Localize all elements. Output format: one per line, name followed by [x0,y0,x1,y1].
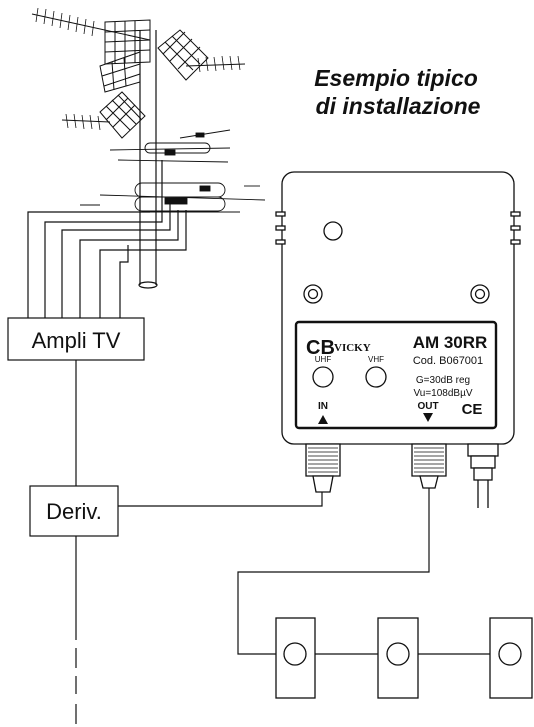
brand-cb: CB [306,337,335,359]
device-panel-text: CB VICKY AM 30RR Cod. B067001 G=30dB reg… [306,333,487,424]
in-label: IN [318,401,328,412]
antenna-cables [27,160,187,320]
wall-socket-icon [377,617,419,699]
out-connector [411,443,447,489]
antenna-mast [138,30,158,289]
product-code: Cod. B067001 [413,355,483,367]
derivator-label: Deriv. [46,499,102,524]
derivator-box: Deriv. [29,485,119,537]
gain-spec: G=30dB reg [416,375,470,386]
caption: Esempio tipico di installazione [314,65,480,119]
brand-vicky: VICKY [334,342,371,354]
vhf-label: VHF [368,355,384,364]
tv-antenna-icon [61,91,146,139]
output-level-spec: Vu=108dBµV [413,388,472,399]
in-connector [305,443,341,493]
arrow-up-icon [318,415,328,424]
ampli-tv-box: Ampli TV [7,317,145,361]
uhf-label: UHF [315,355,332,364]
ce-mark: CE [462,401,483,418]
model-name: AM 30RR [413,333,488,352]
input-cable [118,492,323,507]
caption-line-1: Esempio tipico [314,65,478,91]
wall-socket-icon [489,617,533,699]
power-cable [467,443,499,508]
output-cable [237,488,430,655]
tv-antenna-icon [80,129,266,213]
tv-antenna-icon [31,7,151,93]
arrow-down-icon [423,413,433,422]
wall-socket-icon [275,617,316,699]
ampli-tv-label: Ampli TV [32,328,121,353]
tv-antenna-icon [157,29,246,81]
out-label: OUT [417,401,438,412]
amplifier-device [275,171,521,508]
caption-line-2: di installazione [316,93,481,119]
